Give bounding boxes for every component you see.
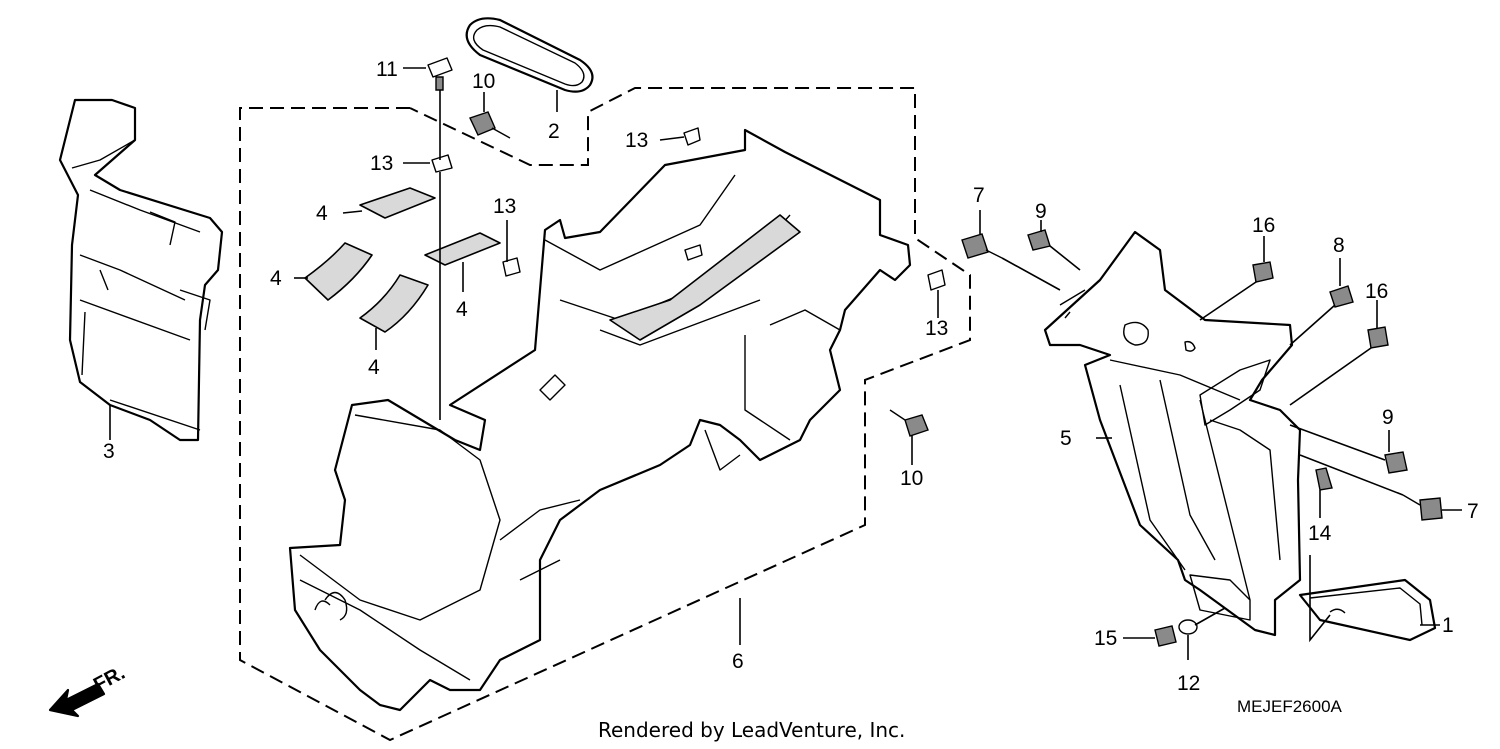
callout-16-a[interactable]: 16 bbox=[1252, 214, 1275, 237]
leader-lines bbox=[109, 67, 1462, 660]
part-4-pad-c[interactable] bbox=[304, 242, 373, 301]
part-16-grommet-b[interactable] bbox=[1367, 326, 1389, 349]
part-3-heat-guard[interactable] bbox=[58, 98, 224, 442]
callout-13-d[interactable]: 13 bbox=[925, 317, 948, 340]
callout-2[interactable]: 2 bbox=[548, 120, 560, 143]
callout-7-a[interactable]: 7 bbox=[973, 184, 985, 207]
render-credit: Rendered by LeadVenture, Inc. bbox=[598, 718, 905, 742]
callout-11[interactable]: 11 bbox=[376, 58, 398, 81]
part-5-rear-fender[interactable] bbox=[1043, 230, 1302, 637]
part-16-grommet-a[interactable] bbox=[1252, 261, 1274, 283]
part-11-bolt[interactable] bbox=[427, 57, 453, 91]
part-14-pin[interactable] bbox=[1315, 467, 1333, 491]
part-15-nut[interactable] bbox=[1154, 625, 1177, 647]
callout-12[interactable]: 12 bbox=[1177, 672, 1200, 695]
callout-10-b[interactable]: 10 bbox=[900, 467, 923, 490]
part-2-seal-ring[interactable] bbox=[465, 17, 594, 93]
part-1-reflector[interactable] bbox=[1298, 578, 1437, 642]
part-9-bolt-upper[interactable] bbox=[1027, 229, 1051, 251]
callout-13-a[interactable]: 13 bbox=[370, 152, 393, 175]
callout-15[interactable]: 15 bbox=[1094, 627, 1117, 650]
callout-1[interactable]: 1 bbox=[1442, 614, 1454, 637]
callout-4-c[interactable]: 4 bbox=[368, 356, 380, 379]
part-12-washer[interactable] bbox=[1178, 619, 1198, 635]
part-4-pad-a[interactable] bbox=[359, 187, 436, 219]
part-13-clip-c[interactable] bbox=[502, 257, 521, 277]
part-4-pad-b[interactable] bbox=[424, 232, 501, 266]
callout-13-b[interactable]: 13 bbox=[625, 129, 648, 152]
callout-7-b[interactable]: 7 bbox=[1467, 500, 1479, 523]
callout-8[interactable]: 8 bbox=[1333, 234, 1345, 257]
callout-labels: 1 2 3 4 4 4 4 5 6 7 7 8 9 9 10 10 11 12 … bbox=[103, 58, 1479, 695]
callout-6[interactable]: 6 bbox=[732, 650, 744, 673]
part-7-bolt-right[interactable] bbox=[1402, 494, 1443, 521]
part-8-bolt[interactable] bbox=[1329, 285, 1354, 308]
callout-14[interactable]: 14 bbox=[1308, 522, 1332, 545]
part-13-clip-a[interactable] bbox=[431, 154, 453, 173]
part-4-pad-d[interactable] bbox=[359, 274, 429, 333]
callout-13-c[interactable]: 13 bbox=[493, 195, 516, 218]
callout-3[interactable]: 3 bbox=[103, 440, 115, 463]
callout-4-d[interactable]: 4 bbox=[456, 298, 468, 321]
part-9-bolt-lower[interactable] bbox=[1384, 451, 1408, 474]
callout-5[interactable]: 5 bbox=[1060, 427, 1072, 450]
part-13-clip-d[interactable] bbox=[927, 269, 946, 291]
part-13-clip-b[interactable] bbox=[683, 127, 701, 146]
diagram-code: MEJEF2600A bbox=[1237, 697, 1343, 716]
callout-4-b[interactable]: 4 bbox=[270, 267, 282, 290]
part-6-rear-inner-fender[interactable] bbox=[288, 128, 912, 712]
callout-16-b[interactable]: 16 bbox=[1365, 280, 1388, 303]
callout-9-a[interactable]: 9 bbox=[1035, 200, 1047, 223]
front-direction-arrow: FR. bbox=[48, 662, 129, 718]
part-10-bolt-upper[interactable] bbox=[469, 111, 511, 139]
callout-10-a[interactable]: 10 bbox=[472, 70, 495, 93]
callout-4-a[interactable]: 4 bbox=[316, 202, 328, 225]
part-10-bolt-lower[interactable] bbox=[889, 409, 929, 437]
callout-9-b[interactable]: 9 bbox=[1382, 406, 1394, 429]
part-7-bolt-left[interactable] bbox=[961, 233, 1003, 259]
assembly-boundary bbox=[239, 87, 971, 742]
